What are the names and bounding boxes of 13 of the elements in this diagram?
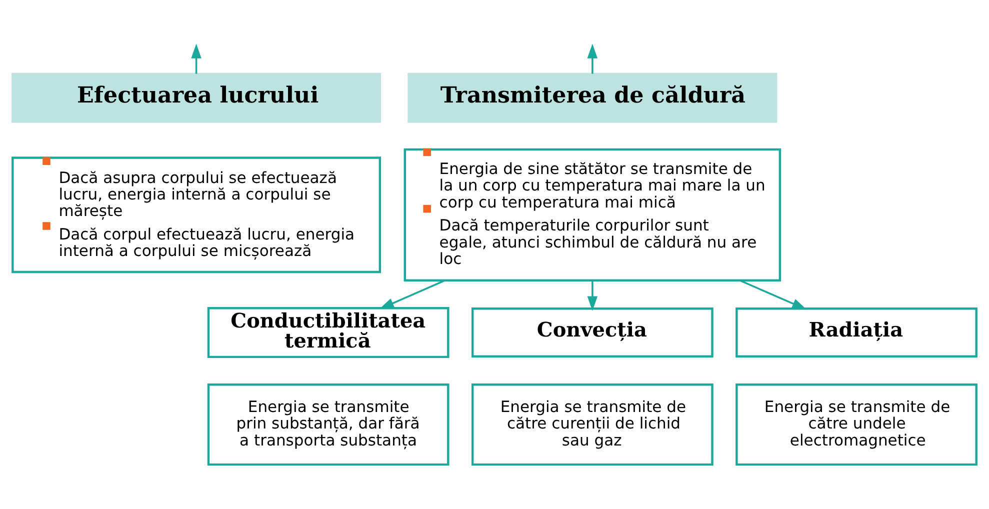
node-box: Conductibilitatea termică bbox=[207, 306, 450, 358]
arrow bbox=[379, 279, 446, 309]
arrow bbox=[191, 43, 202, 74]
arrow bbox=[740, 279, 807, 310]
node-box: Radiația bbox=[736, 307, 978, 357]
arrow bbox=[587, 280, 598, 310]
node-box: Energia se transmite de către curenții de lichid sau gaz bbox=[471, 383, 714, 466]
node-box: Energia se transmite de către undele electromagnetice bbox=[736, 383, 978, 466]
node-box: Energia se transmite prin substanță, dar fără a transporta substanța bbox=[207, 383, 450, 466]
node-box: Efectuarea lucrului bbox=[12, 72, 382, 122]
node-box: Convecția bbox=[471, 307, 714, 357]
node-box: Transmiterea de căldură bbox=[408, 72, 778, 122]
arrow bbox=[587, 43, 598, 74]
